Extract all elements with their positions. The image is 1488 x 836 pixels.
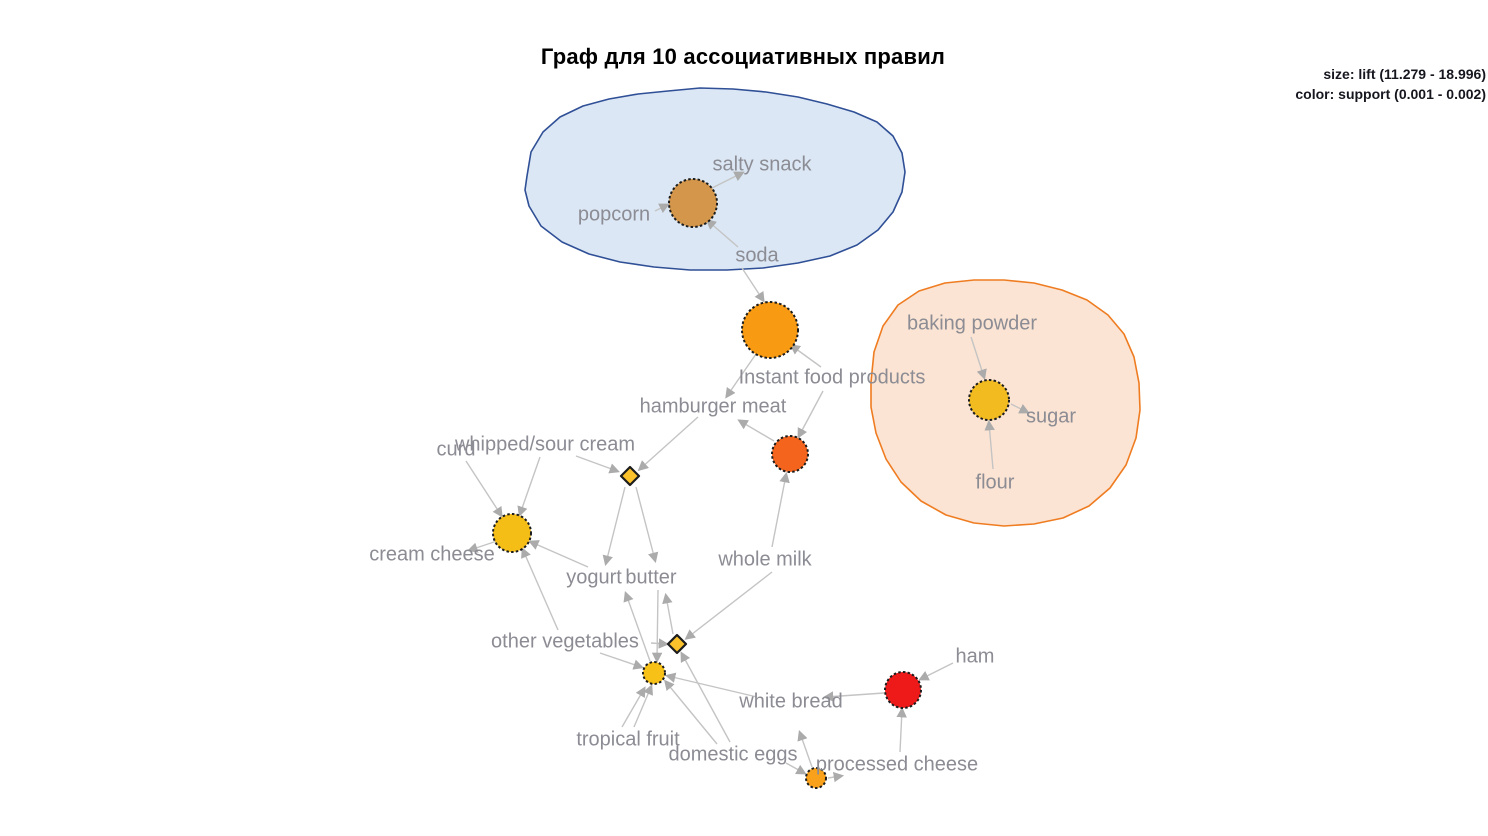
- rule-node-rule-soda-instant-food: [741, 301, 799, 359]
- edge-arrow-12: [575, 455, 620, 474]
- item-label-whole-milk: whole milk: [717, 548, 812, 570]
- legend-color-line: color: support (0.001 - 0.002): [1295, 86, 1486, 103]
- edge-arrow-9: [797, 390, 824, 439]
- item-label-popcorn: popcorn: [578, 203, 650, 225]
- item-label-yogurt: yogurt: [566, 566, 622, 588]
- edge-arrow-19: [528, 540, 589, 568]
- item-label-cream-cheese: cream cheese: [369, 543, 495, 565]
- edge-arrow-8: [1010, 403, 1030, 414]
- edge-arrow-25: [599, 652, 644, 670]
- edge-arrow-36: [785, 762, 807, 775]
- item-label-hamburger-meat: hamburger meat: [640, 395, 787, 417]
- edge-arrow-35: [797, 730, 813, 768]
- rule-node-rule-butter: [666, 633, 688, 655]
- item-label-other-vegetables: other vegetables: [491, 630, 639, 652]
- edge-arrow-10: [771, 471, 790, 548]
- edge-arrow-34: [822, 691, 885, 702]
- edge-arrow-32: [918, 662, 954, 681]
- edge-arrow-5: [725, 353, 757, 399]
- edge-arrow-11: [737, 419, 775, 442]
- item-label-salty-snack: salty snack: [713, 153, 813, 175]
- item-label-domestic-eggs: domestic eggs: [669, 743, 798, 765]
- item-label-baking-powder: baking powder: [907, 312, 1037, 334]
- edge-arrow-0: [654, 203, 670, 213]
- cluster-salty-snack: [524, 87, 906, 271]
- item-label-sugar: sugar: [1026, 405, 1076, 427]
- item-label-instant-food-products: Instant food products: [739, 366, 926, 388]
- edge-arrow-18: [467, 540, 498, 553]
- plot-legend: size: lift (11.279 - 18.996) color: supp…: [1295, 64, 1486, 105]
- edge-arrow-6: [970, 336, 987, 380]
- item-label-ham: ham: [956, 645, 995, 667]
- edge-arrow-1: [705, 218, 739, 248]
- rule-node-rule-hamburger-meat: [771, 435, 809, 473]
- rule-node-rule-processed-cheese: [805, 767, 827, 789]
- edge-arrow-33: [896, 706, 907, 753]
- item-label-butter: butter: [625, 566, 676, 588]
- item-label-processed-cheese: processed cheese: [816, 753, 978, 775]
- edge-arrow-29: [663, 679, 718, 745]
- edge-arrow-15: [635, 486, 659, 564]
- edge-arrow-20: [521, 547, 559, 631]
- legend-size-line: size: lift (11.279 - 18.996): [1323, 66, 1486, 82]
- edge-arrow-21: [684, 571, 773, 640]
- edge-arrow-4: [789, 344, 822, 368]
- edge-arrow-31: [651, 589, 663, 664]
- edge-arrow-23: [623, 591, 651, 662]
- rule-node-rule-ham-white-bread: [884, 671, 922, 709]
- edge-arrow-30: [680, 651, 731, 743]
- edge-arrow-16: [465, 460, 503, 518]
- edge-arrow-22: [662, 592, 674, 635]
- item-label-soda: soda: [735, 244, 779, 266]
- item-label-flour: flour: [976, 471, 1015, 493]
- edge-arrow-24: [650, 638, 670, 649]
- edge-arrow-37: [827, 771, 845, 783]
- item-label-whipped-sour-cream: whipped/sour cream: [454, 433, 635, 455]
- rule-node-rule-yogurt: [642, 661, 666, 685]
- plot-title: Граф для 10 ассоциативных правил: [540, 44, 946, 69]
- edge-arrow-28: [621, 686, 646, 728]
- rule-node-rule-baking-sugar: [968, 379, 1010, 421]
- rule-node-rule-popcorn-salty-snack: [668, 178, 718, 228]
- edge-arrow-3: [741, 267, 765, 303]
- edge-arrow-7: [984, 419, 995, 470]
- edge-arrow-14: [602, 486, 626, 567]
- item-label-white-bread: white bread: [738, 690, 842, 712]
- edge-arrow-27: [633, 684, 653, 728]
- item-label-tropical-fruit: tropical fruit: [576, 728, 680, 750]
- item-label-curd: curd: [437, 438, 476, 460]
- rule-node-rule-whipped-cream: [619, 465, 641, 487]
- rule-node-rule-cream-cheese: [492, 513, 532, 553]
- edge-arrow-26: [664, 672, 758, 698]
- edge-arrow-17: [517, 456, 541, 517]
- edge-arrow-13: [637, 416, 699, 472]
